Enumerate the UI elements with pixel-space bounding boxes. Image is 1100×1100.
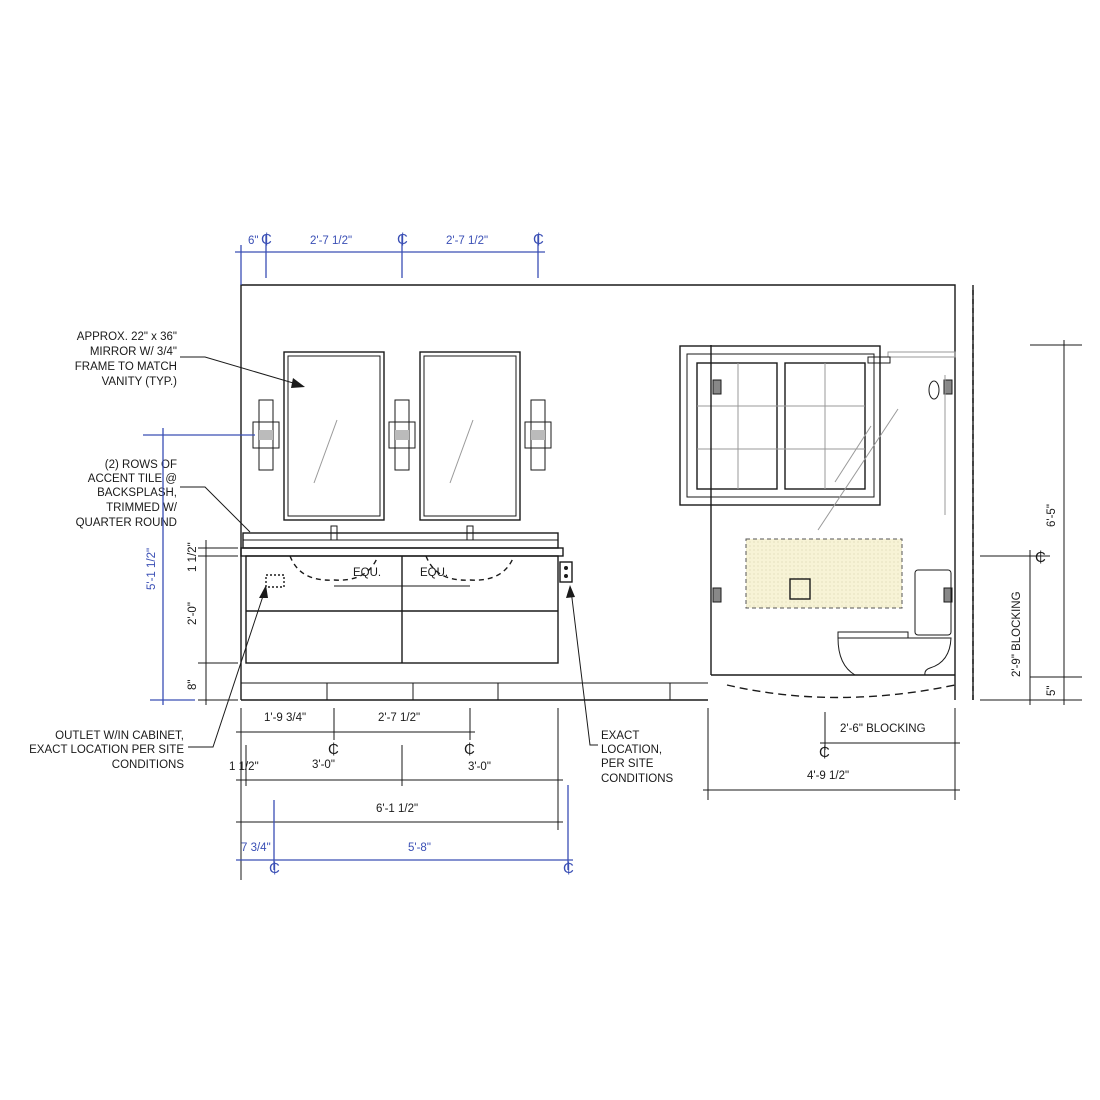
centerline-symbol: ₵	[397, 231, 408, 248]
dim-label: 2'-7 1/2"	[378, 712, 420, 724]
centerline-symbol: ₵	[563, 860, 574, 877]
bottom-blue-dimension: 7 3/4" 5'-8" ₵ ₵	[236, 785, 574, 877]
dim-label: 1 1/2"	[229, 761, 259, 773]
right-dimensions: 6'-5" 2'-9" BLOCKING 5" ₵ 2'-6" BLOCKING…	[703, 340, 1082, 800]
glass-shower-panel	[710, 345, 956, 699]
note-line: QUARTER ROUND	[76, 517, 177, 529]
centerline-symbol: ₵	[1035, 549, 1046, 566]
left-blue-dimension: 5'-1 1/2"	[143, 428, 255, 705]
outlet-icon	[265, 574, 285, 588]
dim-label: 7 3/4"	[241, 842, 271, 854]
note-exact-location: EXACT LOCATION, PER SITE CONDITIONS	[601, 730, 674, 785]
window	[679, 345, 881, 506]
dim-label: 6"	[248, 235, 258, 247]
note-line: MIRROR W/ 3/4"	[90, 346, 177, 358]
leader-arrow	[570, 589, 598, 746]
note-line: FRAME TO MATCH	[75, 361, 177, 373]
dim-label: 6'-1 1/2"	[376, 803, 418, 815]
note-line: EXACT	[601, 730, 639, 742]
shower-niche	[745, 538, 903, 609]
note-line: ACCENT TILE @	[88, 473, 177, 485]
centerline-symbol: ₵	[533, 231, 544, 248]
centerline-symbol: ₵	[819, 744, 830, 761]
dim-label: 5"	[1046, 686, 1058, 696]
centerline-symbol: ₵	[269, 860, 280, 877]
equal-label: EQU.	[420, 567, 448, 579]
sconce	[252, 399, 280, 471]
note-line: TRIMMED W/	[106, 502, 178, 514]
dim-label: 3'-0"	[468, 761, 491, 773]
sconce	[524, 399, 552, 471]
leader-arrow	[188, 589, 266, 748]
leader-arrow	[180, 356, 301, 386]
note-line: PER SITE	[601, 758, 654, 770]
left-dimensions: 1 1/2" 2'-0" 8"	[187, 540, 238, 705]
dim-label: 1'-9 3/4"	[264, 712, 306, 724]
wall-outline	[240, 284, 974, 701]
note-line: CONDITIONS	[112, 759, 185, 771]
dim-label: 5'-1 1/2"	[146, 548, 158, 590]
note-line: (2) ROWS OF	[105, 459, 177, 471]
dim-label: 6'-5"	[1046, 504, 1058, 527]
shower-fixtures	[867, 351, 956, 515]
note-accent-tile: (2) ROWS OF ACCENT TILE @ BACKSPLASH, TR…	[76, 459, 178, 529]
outlet-icon	[559, 561, 573, 583]
bottom-dimensions: 1'-9 3/4" 2'-7 1/2" ₵ ₵ 1 1/2" 3'-0" 3'-…	[229, 708, 563, 880]
mirror	[419, 351, 521, 521]
note-line: CONDITIONS	[601, 773, 674, 785]
dim-label: 2'-6" BLOCKING	[840, 723, 926, 735]
dim-label: 4'-9 1/2"	[807, 770, 849, 782]
centerline-symbol: ₵	[328, 741, 339, 758]
mirror	[283, 351, 385, 521]
leader-arrow	[180, 486, 251, 533]
note-mirror: APPROX. 22" x 36" MIRROR W/ 3/4" FRAME T…	[75, 331, 177, 388]
toilet	[837, 569, 952, 676]
dim-label: 5'-8"	[408, 842, 431, 854]
niche-drain-icon	[789, 578, 811, 600]
dim-label: 2'-0"	[187, 602, 199, 625]
vanity: EQU. EQU.	[240, 525, 573, 664]
centerline-symbol: ₵	[464, 741, 475, 758]
top-dimensions: 6" 2'-7 1/2" 2'-7 1/2" ₵ ₵ ₵	[235, 231, 545, 285]
dim-label: 2'-7 1/2"	[310, 235, 352, 247]
sconce	[388, 399, 416, 471]
note-line: OUTLET W/IN CABINET,	[55, 730, 184, 742]
dim-label: 2'-9" BLOCKING	[1011, 591, 1023, 677]
dim-label: 2'-7 1/2"	[446, 235, 488, 247]
dim-label: 8"	[187, 680, 199, 690]
note-line: APPROX. 22" x 36"	[77, 331, 177, 343]
equal-label: EQU.	[353, 567, 381, 579]
note-line: LOCATION,	[601, 744, 662, 756]
note-line: EXACT LOCATION PER SITE	[29, 744, 184, 756]
note-outlet: OUTLET W/IN CABINET, EXACT LOCATION PER …	[29, 730, 184, 771]
centerline-symbol: ₵	[261, 231, 272, 248]
dim-label: 3'-0"	[312, 759, 335, 771]
dim-label: 1 1/2"	[187, 542, 199, 572]
note-line: VANITY (TYP.)	[102, 376, 178, 388]
note-line: BACKSPLASH,	[97, 487, 177, 499]
